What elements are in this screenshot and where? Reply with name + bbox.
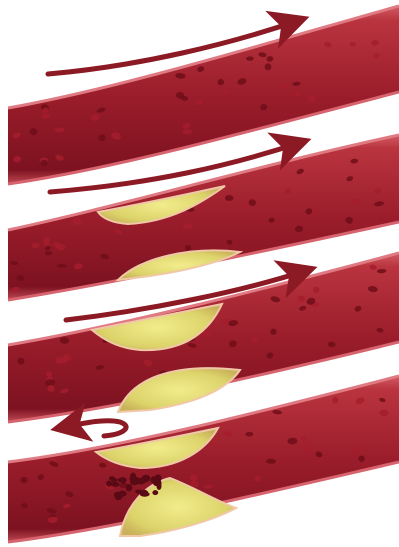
clot-cell	[106, 481, 112, 487]
clot-cell	[109, 476, 115, 480]
clot-cell	[137, 478, 147, 484]
blood-cell	[225, 195, 234, 201]
clot-cell	[152, 490, 158, 495]
clot-cell	[126, 484, 133, 491]
clot-cell	[111, 482, 120, 487]
clot-cell	[141, 490, 148, 496]
clot-cell	[130, 473, 136, 480]
clot-cell	[115, 493, 123, 500]
clot-cell	[118, 477, 127, 482]
blood-cell	[182, 129, 192, 134]
reverse-flow-arrow-icon	[60, 421, 126, 436]
clot-cell	[151, 476, 157, 481]
